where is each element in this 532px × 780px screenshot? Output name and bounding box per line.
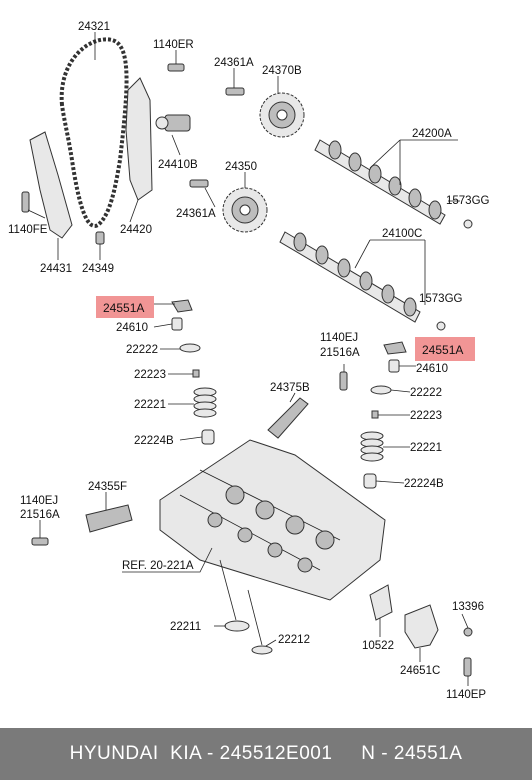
label-22221-right: 22221 xyxy=(410,442,442,454)
parts-diagram: 24321 1140ER 24361A 24370B 24200A 24410B… xyxy=(8,21,490,701)
cvvt-sprocket-intake xyxy=(222,187,268,233)
plug-1573GG-mid xyxy=(436,321,446,331)
chain-guide-left xyxy=(29,131,73,239)
lash-adjuster-left xyxy=(171,317,183,331)
ref-label: REF. 20-221A xyxy=(122,560,194,572)
cover-10522 xyxy=(369,584,393,621)
part-number-footer: HYUNDAI KIA - 245512E001 N - 24551A xyxy=(0,728,532,780)
cvvt-sprocket-exhaust xyxy=(259,92,305,138)
valve-seal-left xyxy=(201,429,215,445)
bolt-24361A-top xyxy=(225,87,245,96)
label-24551A-right: 24551A xyxy=(422,343,463,357)
bolt-24349 xyxy=(95,231,105,245)
camshaft-exhaust xyxy=(314,139,446,225)
label-1573GG-mid: 1573GG xyxy=(419,293,463,305)
label-24321: 24321 xyxy=(78,21,110,33)
label-24200A: 24200A xyxy=(412,128,452,140)
label-1140EJ-left: 1140EJ xyxy=(20,495,58,507)
intake-valve xyxy=(219,559,250,632)
label-22212: 22212 xyxy=(278,634,310,646)
label-22223-right: 22223 xyxy=(410,410,442,422)
retainer-left xyxy=(192,369,200,378)
label-10522: 10522 xyxy=(362,640,394,652)
plug-1573GG-top xyxy=(463,219,473,229)
label-24350: 24350 xyxy=(225,161,257,173)
label-1140EJ-mid: 1140EJ xyxy=(320,332,358,344)
spring-seat-right xyxy=(370,385,392,395)
label-24610-left: 24610 xyxy=(116,322,148,334)
valve-spring-left xyxy=(193,387,217,418)
label-24551A-left: 24551A xyxy=(103,301,144,315)
rocker-arm-right xyxy=(383,341,407,355)
valve-spring-right xyxy=(360,431,384,462)
label-22223-left: 22223 xyxy=(134,369,166,381)
label-22222-left: 22222 xyxy=(126,344,158,356)
bolt-1140EP xyxy=(463,657,472,677)
label-24349: 24349 xyxy=(82,263,114,275)
label-24370B: 24370B xyxy=(262,65,302,77)
label-24610-right: 24610 xyxy=(416,363,448,375)
label-24431: 24431 xyxy=(40,263,72,275)
tensioner-arm xyxy=(125,77,153,201)
rocker-arm-left xyxy=(171,299,193,313)
highlight-box-right xyxy=(415,337,475,361)
label-24361A-top: 24361A xyxy=(214,57,254,69)
tensioner-ring xyxy=(155,116,169,130)
label-24651C: 24651C xyxy=(400,665,440,677)
exhaust-valve xyxy=(247,589,273,655)
label-22211: 22211 xyxy=(170,621,201,633)
part-number-text: HYUNDAI KIA - 245512E001 N - 24551A xyxy=(69,743,463,764)
label-24100C: 24100C xyxy=(382,228,422,240)
highlight-box-left xyxy=(96,296,154,318)
timing-chain xyxy=(59,37,129,228)
label-24420: 24420 xyxy=(120,224,152,236)
label-22224B-right: 22224B xyxy=(404,478,444,490)
spring-seat-left xyxy=(179,343,201,353)
label-22224B-left: 22224B xyxy=(134,435,174,447)
label-22221-left: 22221 xyxy=(134,399,166,411)
cover-24651C xyxy=(404,604,439,649)
bolt-1140EJ-left xyxy=(31,537,49,546)
label-1573GG-top: 1573GG xyxy=(446,195,490,207)
oil-control-valve-upper xyxy=(267,397,309,439)
nut-13396 xyxy=(463,627,473,637)
bolt-24361A-mid xyxy=(189,179,209,188)
bolt-1140EJ-mid xyxy=(339,371,348,391)
cylinder-head xyxy=(159,439,386,601)
label-1140ER: 1140ER xyxy=(153,39,194,51)
bolt-1140ER xyxy=(167,63,185,72)
lash-adjuster-right xyxy=(388,359,400,373)
chain-tensioner xyxy=(164,114,191,132)
retainer-right xyxy=(371,410,379,419)
label-22222-right: 22222 xyxy=(410,387,442,399)
label-1140EP: 1140EP xyxy=(446,689,486,701)
valve-seal-right xyxy=(363,473,377,489)
camshaft-intake xyxy=(279,231,421,323)
label-24375B: 24375B xyxy=(270,382,310,394)
label-1140FE: 1140FE xyxy=(8,224,48,236)
leader-lines xyxy=(27,32,469,686)
bolt-1140FE xyxy=(21,191,30,213)
label-24410B: 24410B xyxy=(158,159,198,171)
label-21516A-left: 21516A xyxy=(20,509,60,521)
label-24361A-mid: 24361A xyxy=(176,208,216,220)
label-13396: 13396 xyxy=(452,601,484,613)
oil-control-valve-lower xyxy=(85,504,133,533)
label-21516A-mid: 21516A xyxy=(320,347,360,359)
label-24355F: 24355F xyxy=(88,481,127,493)
